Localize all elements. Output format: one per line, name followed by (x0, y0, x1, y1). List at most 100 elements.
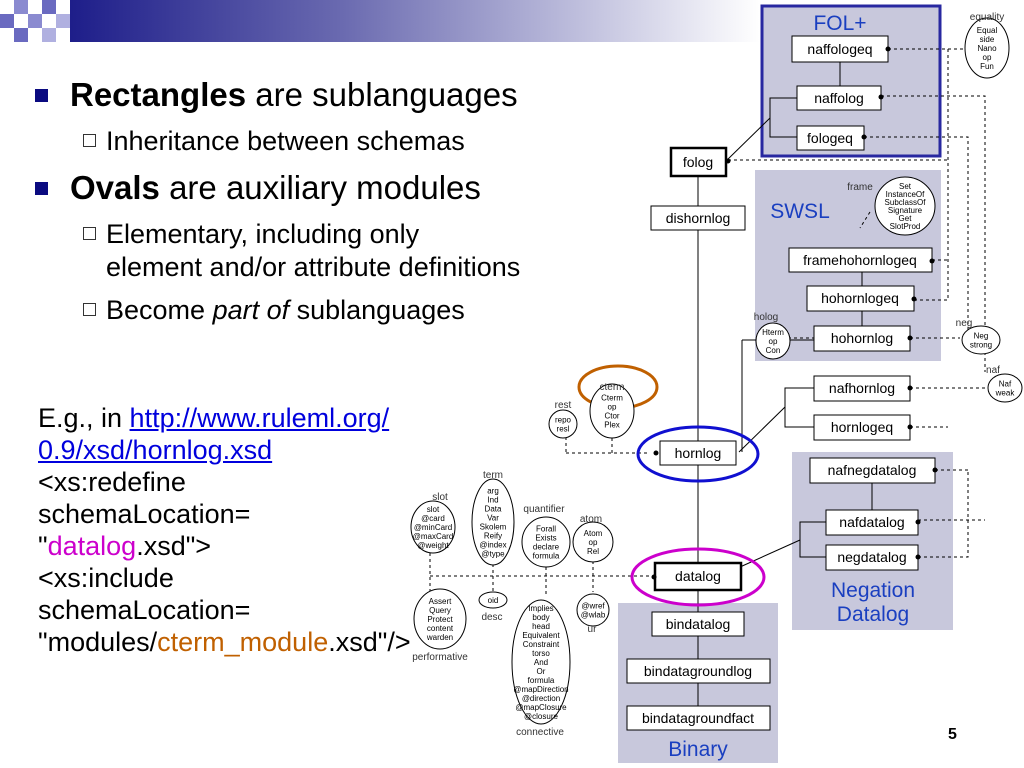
module-desc-oval[interactable] (478, 591, 508, 609)
edge-naffolog-fologeq (769, 97, 797, 138)
box-dishornlog[interactable] (650, 205, 746, 231)
box-naffolog[interactable] (796, 85, 882, 111)
box-hornlog-label: hornlog (675, 445, 722, 461)
edge-datalog-negation (739, 539, 801, 568)
header-square (28, 14, 42, 28)
module-performative-item: warden (426, 633, 453, 642)
schema-link-continued[interactable]: 0.9/xsd/hornlog.xsd (38, 435, 273, 465)
arrowhead-dot (861, 134, 867, 140)
module-performative-oval[interactable] (413, 588, 467, 650)
module-equality-oval[interactable] (964, 17, 1010, 79)
module-cterm-oval[interactable] (589, 383, 635, 439)
module-frame-item: SubclassOf (885, 198, 927, 207)
box-naffologeq[interactable] (791, 35, 889, 63)
module-connective-item: Implies (528, 604, 553, 613)
box-datalog[interactable] (653, 561, 743, 592)
module-rest-item: repo (555, 415, 572, 424)
header-square (28, 0, 42, 14)
header-square (14, 0, 28, 14)
header-square (56, 0, 70, 14)
box-bindatagroundfact[interactable] (626, 705, 771, 731)
module-ur-oval[interactable] (576, 593, 610, 627)
box-hohornlog[interactable] (813, 325, 911, 352)
box-framehohornlogeq[interactable] (788, 247, 933, 273)
module-holog-oval[interactable] (755, 322, 791, 360)
example-line-7: schemaLocation= (38, 595, 251, 625)
box-nafnegdatalog[interactable] (809, 457, 936, 484)
arrowhead-dot (878, 94, 884, 100)
module-slot-oval[interactable] (410, 500, 456, 554)
module-naf-oval[interactable] (987, 373, 1023, 403)
module-rest-oval[interactable] (548, 409, 578, 439)
box-fologeq[interactable] (796, 125, 865, 151)
schema-link[interactable]: http://www.ruleml.org/ (129, 403, 390, 433)
box-nafnegdatalog-label: nafnegdatalog (828, 462, 917, 478)
module-rest-label: rest (555, 400, 572, 411)
box-nafdatalog[interactable] (825, 509, 919, 536)
header-square (42, 28, 56, 42)
module-neg-item: Neg (974, 331, 989, 340)
box-bindatagroundfact-label: bindatagroundfact (642, 710, 754, 726)
page-number: 5 (948, 726, 957, 743)
box-hornlog[interactable] (659, 440, 737, 466)
example-line-6: <xs:include (38, 563, 174, 593)
header-square (0, 0, 14, 14)
module-cterm-item: Plex (604, 420, 620, 429)
module-term-item: Skolem (480, 522, 507, 531)
arrowhead-dot (885, 46, 891, 52)
module-holog-label: holog (754, 312, 778, 323)
box-bindatagroundlog[interactable] (626, 658, 771, 684)
module-frame-oval[interactable] (874, 176, 936, 236)
arrowhead-dot (907, 385, 913, 391)
group-binary-title: Binary (668, 738, 728, 761)
module-term-item: Reify (484, 531, 502, 540)
bullet-open-square-icon (83, 227, 96, 240)
module-performative-item: Protect (427, 615, 453, 624)
module-performative-item: Query (429, 606, 451, 615)
group-fol-title: FOL+ (813, 12, 866, 35)
header-square (56, 28, 70, 42)
module-connective-oval[interactable] (511, 599, 571, 725)
module-ovals: EqualsideNanoopFunequalitySetInstanceOfS… (410, 12, 1023, 738)
example-suffix: .xsd"/> (328, 627, 411, 657)
module-term-item: @index (479, 540, 506, 549)
box-negdatalog[interactable] (825, 544, 919, 571)
box-dishornlog-label: dishornlog (666, 210, 731, 226)
subbullet-line: Elementary, including only (106, 219, 420, 249)
module-equality-item: Equal (977, 26, 998, 35)
subbullet-text: Become part of sublanguages (106, 294, 465, 327)
module-connective-item: @direction (522, 694, 560, 703)
module-connective-item: torso (532, 649, 550, 658)
header-gradient-bar (0, 0, 760, 42)
module-frame-item: Set (899, 182, 912, 191)
module-connective-item: body (532, 613, 549, 622)
box-naffolog-label: naffolog (814, 90, 864, 106)
module-term-item: @type (481, 549, 505, 558)
example-line-4: schemaLocation= (38, 499, 251, 529)
subbullet-pre: Become (106, 295, 213, 325)
bullet-bold: Rectangles (70, 76, 247, 113)
module-ur-label: ur (588, 624, 598, 635)
box-hornlogeq[interactable] (813, 414, 911, 441)
module-performative-label: performative (412, 652, 468, 663)
module-neg-oval[interactable] (961, 325, 1001, 355)
box-fologeq-label: fologeq (807, 130, 853, 146)
box-nafhornlog[interactable] (813, 375, 911, 402)
module-atom-label: atom (580, 514, 602, 525)
slide-header-decoration (0, 0, 760, 42)
box-bindatalog[interactable] (651, 611, 745, 637)
module-atom-oval[interactable] (572, 521, 614, 563)
module-connective-label: connective (516, 727, 564, 738)
datalog-highlight: datalog (47, 531, 137, 561)
module-equality-label: equality (970, 12, 1004, 23)
bullet-rest: are sublanguages (246, 76, 518, 113)
module-performative-item: content (427, 624, 454, 633)
arrowhead-dot (929, 258, 935, 264)
module-equality-item: side (980, 35, 995, 44)
module-quantifier-oval[interactable] (521, 516, 571, 568)
box-folog[interactable] (669, 146, 728, 178)
module-term-oval[interactable] (471, 478, 515, 566)
group-negation-title-2: Datalog (837, 603, 909, 626)
example-prefix: E.g., in (38, 403, 130, 433)
box-nafdatalog-label: nafdatalog (839, 514, 904, 530)
